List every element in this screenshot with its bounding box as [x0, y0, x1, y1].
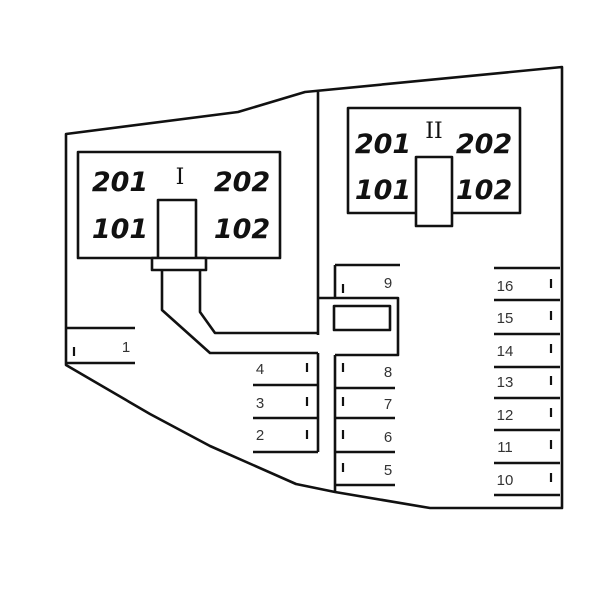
building-name: I: [176, 165, 185, 190]
unit-label: 201: [355, 129, 411, 160]
walkway: [160, 270, 318, 355]
building-name: II: [425, 119, 442, 144]
parking-space-7: 7: [384, 396, 392, 413]
parking-space-3: 3: [256, 395, 264, 412]
unit-label: 201: [92, 167, 148, 198]
building-i: [76, 150, 282, 272]
parking-space-15: 15: [497, 310, 514, 327]
unit-label: 101: [355, 175, 411, 206]
unit-label: 202: [214, 167, 270, 198]
parking-lines-right: [494, 266, 560, 497]
parking-space-2: 2: [256, 427, 264, 444]
parking-space-16: 16: [497, 278, 514, 295]
parking-space-6: 6: [384, 429, 392, 446]
unit-label: 101: [92, 214, 148, 245]
parking-space-4: 4: [256, 361, 264, 378]
parking-lines: [66, 263, 400, 492]
storage-box: [332, 304, 392, 332]
building-ii: [346, 106, 522, 228]
parking-space-10: 10: [497, 472, 514, 489]
parking-space-13: 13: [497, 374, 514, 391]
parking-space-12: 12: [497, 407, 514, 424]
parking-space-14: 14: [497, 343, 514, 360]
parking-space-8: 8: [384, 364, 392, 381]
site-boundary: [64, 65, 564, 510]
parking-space-5: 5: [384, 462, 392, 479]
parking-space-1: 1: [122, 339, 130, 356]
parking-space-9: 9: [384, 275, 392, 292]
unit-label: 102: [214, 214, 270, 245]
unit-label: 202: [456, 129, 512, 160]
walkway-connector: [318, 296, 400, 357]
unit-label: 102: [456, 175, 512, 206]
parking-space-11: 11: [497, 439, 513, 456]
